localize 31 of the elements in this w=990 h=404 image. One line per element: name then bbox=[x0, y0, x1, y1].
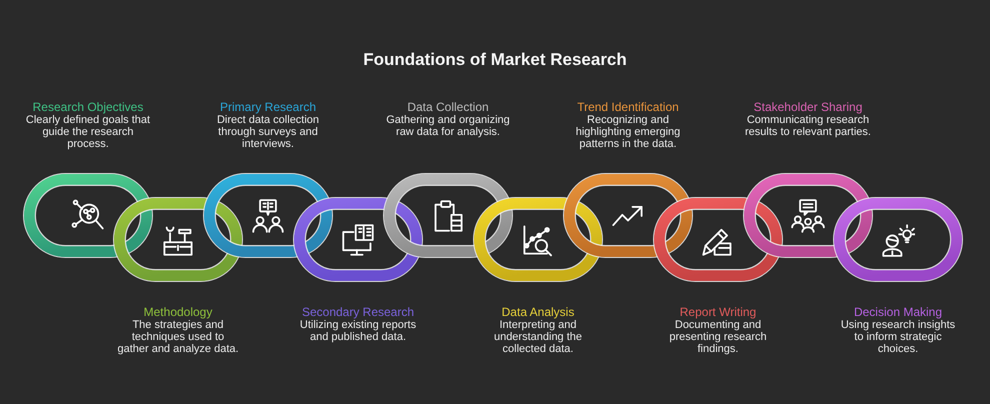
step-heading: Primary Research bbox=[220, 100, 316, 114]
step-heading: Research Objectives bbox=[32, 100, 144, 114]
step-heading: Secondary Research bbox=[302, 305, 414, 319]
step-description: Utilizing existing reports and published data. bbox=[298, 319, 418, 343]
step-description: Using research insights to inform strategic choices. bbox=[840, 319, 956, 355]
chain-link bbox=[23, 173, 153, 258]
step-heading: Trend Identification bbox=[577, 100, 679, 114]
step-heading: Decision Making bbox=[854, 305, 942, 319]
step-description: Recognizing and highlighting emerging patterns in the data. bbox=[574, 114, 682, 150]
step-description: Communicating research results to relevant parties. bbox=[745, 114, 871, 138]
chain-link bbox=[833, 197, 963, 282]
step-heading: Methodology bbox=[144, 305, 212, 319]
chain-link bbox=[653, 197, 783, 282]
step-heading: Data Analysis bbox=[502, 305, 574, 319]
chain-link bbox=[743, 173, 873, 258]
step-description: Documenting and presenting research findings. bbox=[668, 319, 768, 355]
step-description: Interpreting and understanding the collected data. bbox=[492, 319, 584, 355]
step-description: The strategies and techniques used to gather and analyze data. bbox=[116, 319, 240, 355]
step-heading: Report Writing bbox=[680, 305, 756, 319]
chain-link bbox=[293, 197, 423, 282]
chain-link bbox=[473, 197, 603, 282]
chain-link bbox=[113, 197, 243, 282]
diagram-title: Foundations of Market Research bbox=[362, 49, 628, 71]
step-description: Gathering and organizing raw data for analysis. bbox=[385, 114, 511, 138]
step-heading: Data Collection bbox=[407, 100, 489, 114]
chain-link bbox=[203, 173, 333, 258]
step-description: Direct data collection through surveys and interviews. bbox=[216, 114, 320, 150]
chain-link bbox=[563, 173, 693, 258]
step-heading: Stakeholder Sharing bbox=[754, 100, 862, 114]
chain-link bbox=[383, 173, 513, 258]
step-description: Clearly defined goals that guide the research process. bbox=[25, 114, 151, 150]
